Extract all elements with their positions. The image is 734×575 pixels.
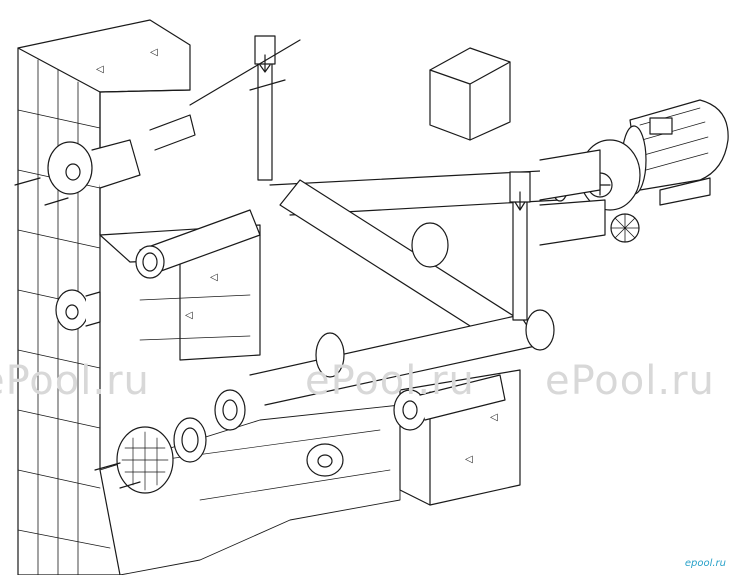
- wall-inlet-upper: [14, 139, 141, 206]
- brand-logo-text[interactable]: epool.ru: [684, 558, 726, 569]
- svg-text:◁: ◁: [210, 272, 218, 283]
- valve-top-right: [509, 171, 531, 211]
- svg-text:◁: ◁: [150, 47, 158, 58]
- flange-ring-right: [393, 374, 506, 431]
- watermark-right: ePool.ru: [545, 358, 715, 404]
- upper-rod: [149, 39, 301, 151]
- flange-ring-lower: [173, 389, 246, 463]
- control-box: [429, 47, 511, 141]
- watermark-center: ePool.ru: [305, 358, 475, 404]
- svg-text:◁: ◁: [185, 310, 193, 321]
- pool-wall-left: ◁ ◁: [17, 19, 191, 575]
- wall-inlet-middle: [55, 289, 101, 331]
- main-drain-grate: [94, 426, 174, 494]
- svg-text:◁: ◁: [490, 412, 498, 423]
- svg-text:◁: ◁: [465, 454, 473, 465]
- svg-text:◁: ◁: [96, 64, 104, 75]
- watermark-left: ePool.ru: [0, 358, 150, 404]
- floor-inlet: [306, 443, 344, 477]
- pipe-network: [135, 49, 606, 406]
- valve-top-left: [249, 35, 286, 91]
